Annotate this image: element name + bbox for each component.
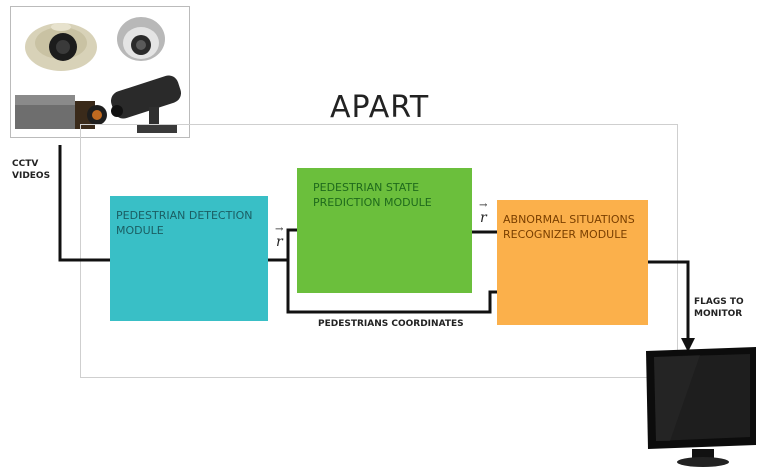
coords-connector: [286, 260, 497, 314]
cctv-videos-label: CCTV VIDEOS: [12, 158, 50, 182]
dome-camera-2-icon: [117, 17, 165, 61]
detection-to-prediction-connector: [268, 228, 297, 262]
pedestrians-coordinates-label: PEDESTRIANS COORDINATES: [318, 319, 464, 329]
output-arrowhead: [681, 338, 695, 352]
cctv-cameras-image: [10, 6, 190, 138]
bullet-camera-icon: [110, 75, 182, 133]
apart-system-boundary: [80, 124, 678, 378]
diagram-title: APART: [330, 90, 430, 125]
detection-module-label: PEDESTRIAN DETECTION MODULE: [116, 209, 253, 237]
abnormal-situations-recognizer-module: ABNORMAL SITUATIONS RECOGNIZER MODULE: [497, 200, 648, 325]
flags-label-line2: MONITOR: [694, 309, 743, 319]
pedestrian-detection-module: PEDESTRIAN DETECTION MODULE: [110, 196, 268, 321]
cameras-svg: [15, 17, 182, 133]
cctv-label-line2: VIDEOS: [12, 171, 51, 181]
r-vector-symbol-1: r: [275, 224, 283, 250]
monitor-icon: [646, 347, 756, 467]
cctv-label-line1: CCTV: [12, 159, 39, 169]
flags-to-monitor-label: FLAGS TO MONITOR: [694, 296, 744, 320]
r-vector-symbol-2: r: [479, 200, 487, 226]
abnormal-module-label: ABNORMAL SITUATIONS RECOGNIZER MODULE: [503, 213, 635, 241]
prediction-module-label: PEDESTRIAN STATE PREDICTION MODULE: [313, 181, 432, 209]
pedestrian-state-prediction-module: PEDESTRIAN STATE PREDICTION MODULE: [297, 168, 472, 293]
flags-label-line1: FLAGS TO: [694, 297, 744, 307]
input-connector: [58, 145, 110, 262]
box-camera-icon: [15, 95, 107, 129]
output-connector: [648, 260, 690, 340]
dome-camera-icon: [25, 23, 97, 71]
